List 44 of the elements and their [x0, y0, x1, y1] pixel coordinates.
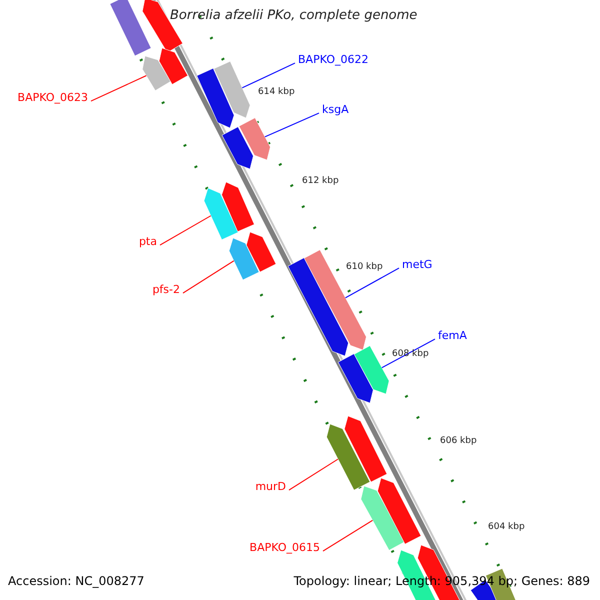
gene-feature: [354, 345, 390, 394]
gene-feature: [304, 250, 367, 350]
scale-label: 604 kbp: [488, 523, 525, 533]
gene-label: BAPKO_0623: [18, 92, 88, 104]
gene-feature: [246, 232, 276, 272]
scale-label: 612 kbp: [302, 177, 339, 187]
leader-line: [381, 338, 436, 368]
gene-label: femA: [438, 330, 467, 342]
gene-feature: [142, 56, 171, 91]
scale-label: 610 kbp: [346, 263, 383, 273]
gene-feature: [228, 238, 260, 280]
leader-line: [322, 520, 374, 552]
scale-label: 608 kbp: [392, 350, 429, 360]
leader-line: [288, 458, 338, 491]
gene-label: murD: [255, 481, 286, 494]
scale-label: 614 kbp: [258, 88, 295, 98]
gene-feature: [196, 68, 234, 128]
gene-feature: [158, 48, 188, 85]
leader-line: [90, 75, 147, 102]
gene-feature: [221, 182, 255, 232]
gene-feature: [344, 416, 388, 482]
gene-feature: [326, 424, 370, 490]
map-title: Borrelia afzelii PKo, complete genome: [170, 9, 418, 24]
gene-feature: [204, 188, 238, 240]
leader-line: [160, 215, 212, 246]
gene-feature: [214, 61, 250, 118]
leader-line: [242, 62, 296, 88]
leader-line: [264, 112, 320, 138]
gene-label: metG: [402, 259, 432, 272]
scale-label: 606 kbp: [440, 437, 477, 447]
gene-feature: [377, 478, 422, 544]
gene-label: BAPKO_0622: [298, 54, 368, 66]
gene-label: ksgA: [322, 104, 349, 116]
leader-line: [344, 268, 400, 298]
gene-label: pta: [138, 236, 157, 248]
gene-label: pfs-2: [152, 284, 180, 296]
gene-feature: [238, 118, 271, 160]
gene-feature: [222, 126, 254, 170]
gene-label: BAPKO_0615: [250, 542, 320, 554]
gene-feature: [360, 486, 406, 551]
leader-line: [182, 260, 234, 294]
gene-feature: [338, 354, 374, 404]
accession-text: Accession: NC_008277: [8, 575, 144, 588]
gene-feature: [110, 0, 152, 56]
